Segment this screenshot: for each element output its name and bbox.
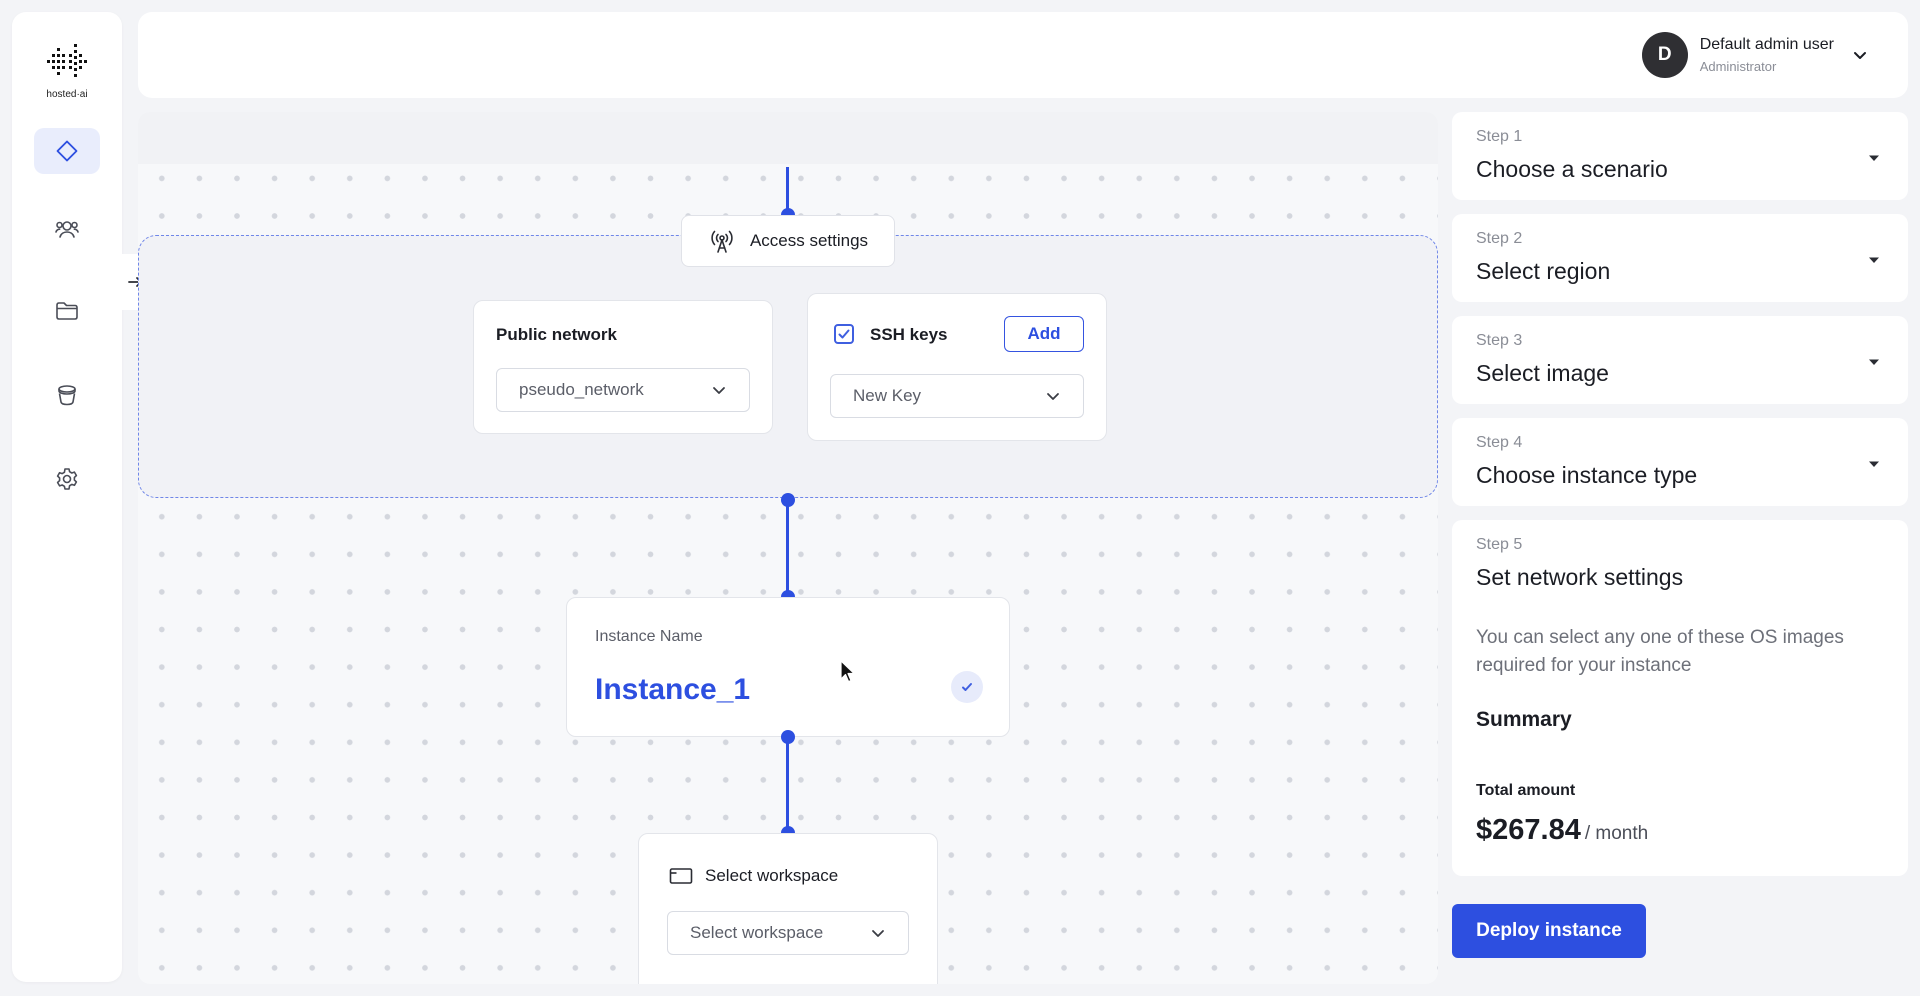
confirm-name-button[interactable] xyxy=(951,671,983,703)
diamond-icon xyxy=(56,140,78,162)
caret-down-icon xyxy=(1869,461,1879,467)
ssh-keys-title: SSH keys xyxy=(870,325,948,344)
access-settings-node[interactable]: Access settings xyxy=(681,215,895,267)
public-network-card: Public network pseudo_network xyxy=(473,300,773,434)
top-header: D Default admin user Administrator xyxy=(138,12,1908,98)
step-description: You can select any one of these OS image… xyxy=(1476,627,1844,676)
instance-name-input[interactable] xyxy=(595,668,925,712)
workspace-select[interactable]: Select workspace xyxy=(667,911,909,955)
check-icon xyxy=(838,329,850,339)
summary-title: Summary xyxy=(1476,708,1572,731)
caret-down-icon xyxy=(1869,155,1879,161)
step-title: Select region xyxy=(1476,258,1611,284)
step-title: Set network settings xyxy=(1476,564,1684,590)
card-icon xyxy=(669,868,693,884)
step-2[interactable]: Step 2 Select region xyxy=(1452,214,1908,302)
select-workspace-title: Select workspace xyxy=(705,866,839,885)
step-4[interactable]: Step 4 Choose instance type xyxy=(1452,418,1908,506)
step-title: Choose a scenario xyxy=(1476,156,1668,182)
step-title: Select image xyxy=(1476,360,1609,386)
users-icon xyxy=(55,221,79,238)
avatar: D xyxy=(1641,32,1688,78)
public-network-title: Public network xyxy=(496,325,617,344)
gear-icon xyxy=(56,468,78,490)
user-name: Default admin user xyxy=(1699,36,1834,53)
user-role: Administrator xyxy=(1699,59,1777,74)
step-number: Step 5 xyxy=(1476,536,1523,553)
chevron-down-icon xyxy=(713,387,725,394)
nav-item-projects[interactable] xyxy=(34,288,100,334)
instance-name-label: Instance Name xyxy=(595,628,703,645)
chevron-down-icon xyxy=(1047,393,1059,400)
total-amount-period: / month xyxy=(1584,823,1649,844)
nav-item-storage[interactable] xyxy=(34,372,100,418)
add-ssh-key-button[interactable]: Add xyxy=(1004,316,1084,352)
flow-canvas: Public network pseudo_network SSH keys A… xyxy=(138,112,1438,984)
folder-icon xyxy=(56,302,78,320)
ssh-key-value: New Key xyxy=(853,386,922,405)
public-network-value: pseudo_network xyxy=(519,380,644,399)
step-number: Step 1 xyxy=(1476,128,1523,145)
workspace-placeholder: Select workspace xyxy=(690,923,824,942)
access-settings-group: Public network pseudo_network SSH keys A… xyxy=(138,235,1438,498)
total-amount: $267.84/ month xyxy=(1476,814,1648,847)
chevron-down-icon xyxy=(872,930,884,937)
sidebar: hosted·ai xyxy=(12,12,122,982)
select-workspace-card: Select workspace Select workspace xyxy=(638,833,938,984)
canvas-top-strip xyxy=(138,112,1438,164)
logo-icon xyxy=(47,44,87,77)
brand-logo[interactable]: hosted·ai xyxy=(42,42,92,100)
mouse-cursor-icon xyxy=(840,660,855,683)
step-number: Step 4 xyxy=(1476,434,1523,451)
step-1[interactable]: Step 1 Choose a scenario xyxy=(1452,112,1908,200)
deploy-instance-button[interactable]: Deploy instance xyxy=(1452,904,1646,958)
step-5: Step 5 Set network settings You can sele… xyxy=(1452,520,1908,876)
step-number: Step 3 xyxy=(1476,332,1523,349)
logo-text: hosted·ai xyxy=(46,89,88,100)
caret-down-icon xyxy=(1869,257,1879,263)
check-icon xyxy=(962,683,972,691)
ssh-key-select[interactable]: New Key xyxy=(830,374,1084,418)
connector-line xyxy=(786,737,789,827)
step-number: Step 2 xyxy=(1476,230,1523,247)
total-amount-label: Total amount xyxy=(1476,782,1576,799)
caret-down-icon xyxy=(1869,359,1879,365)
nav-item-users[interactable] xyxy=(34,206,100,252)
public-network-select[interactable]: pseudo_network xyxy=(496,368,750,412)
connector-line xyxy=(786,167,789,237)
user-info: Default admin user Administrator xyxy=(1700,36,1834,74)
step-title: Choose instance type xyxy=(1476,462,1698,488)
bucket-icon xyxy=(58,385,76,406)
chevron-down-icon xyxy=(1854,52,1866,59)
user-menu[interactable]: D Default admin user Administrator xyxy=(1641,32,1868,78)
nav-item-settings[interactable] xyxy=(34,456,100,502)
step-3[interactable]: Step 3 Select image xyxy=(1452,316,1908,404)
ssh-keys-checkbox[interactable] xyxy=(834,324,854,344)
nav-item-scenarios[interactable] xyxy=(34,128,100,174)
instance-name-card: Instance Name xyxy=(566,597,1010,737)
access-settings-label: Access settings xyxy=(749,231,869,250)
ssh-keys-card: SSH keys Add New Key xyxy=(807,293,1107,441)
antenna-icon xyxy=(711,230,733,253)
total-amount-value: $267.84 xyxy=(1476,814,1581,846)
